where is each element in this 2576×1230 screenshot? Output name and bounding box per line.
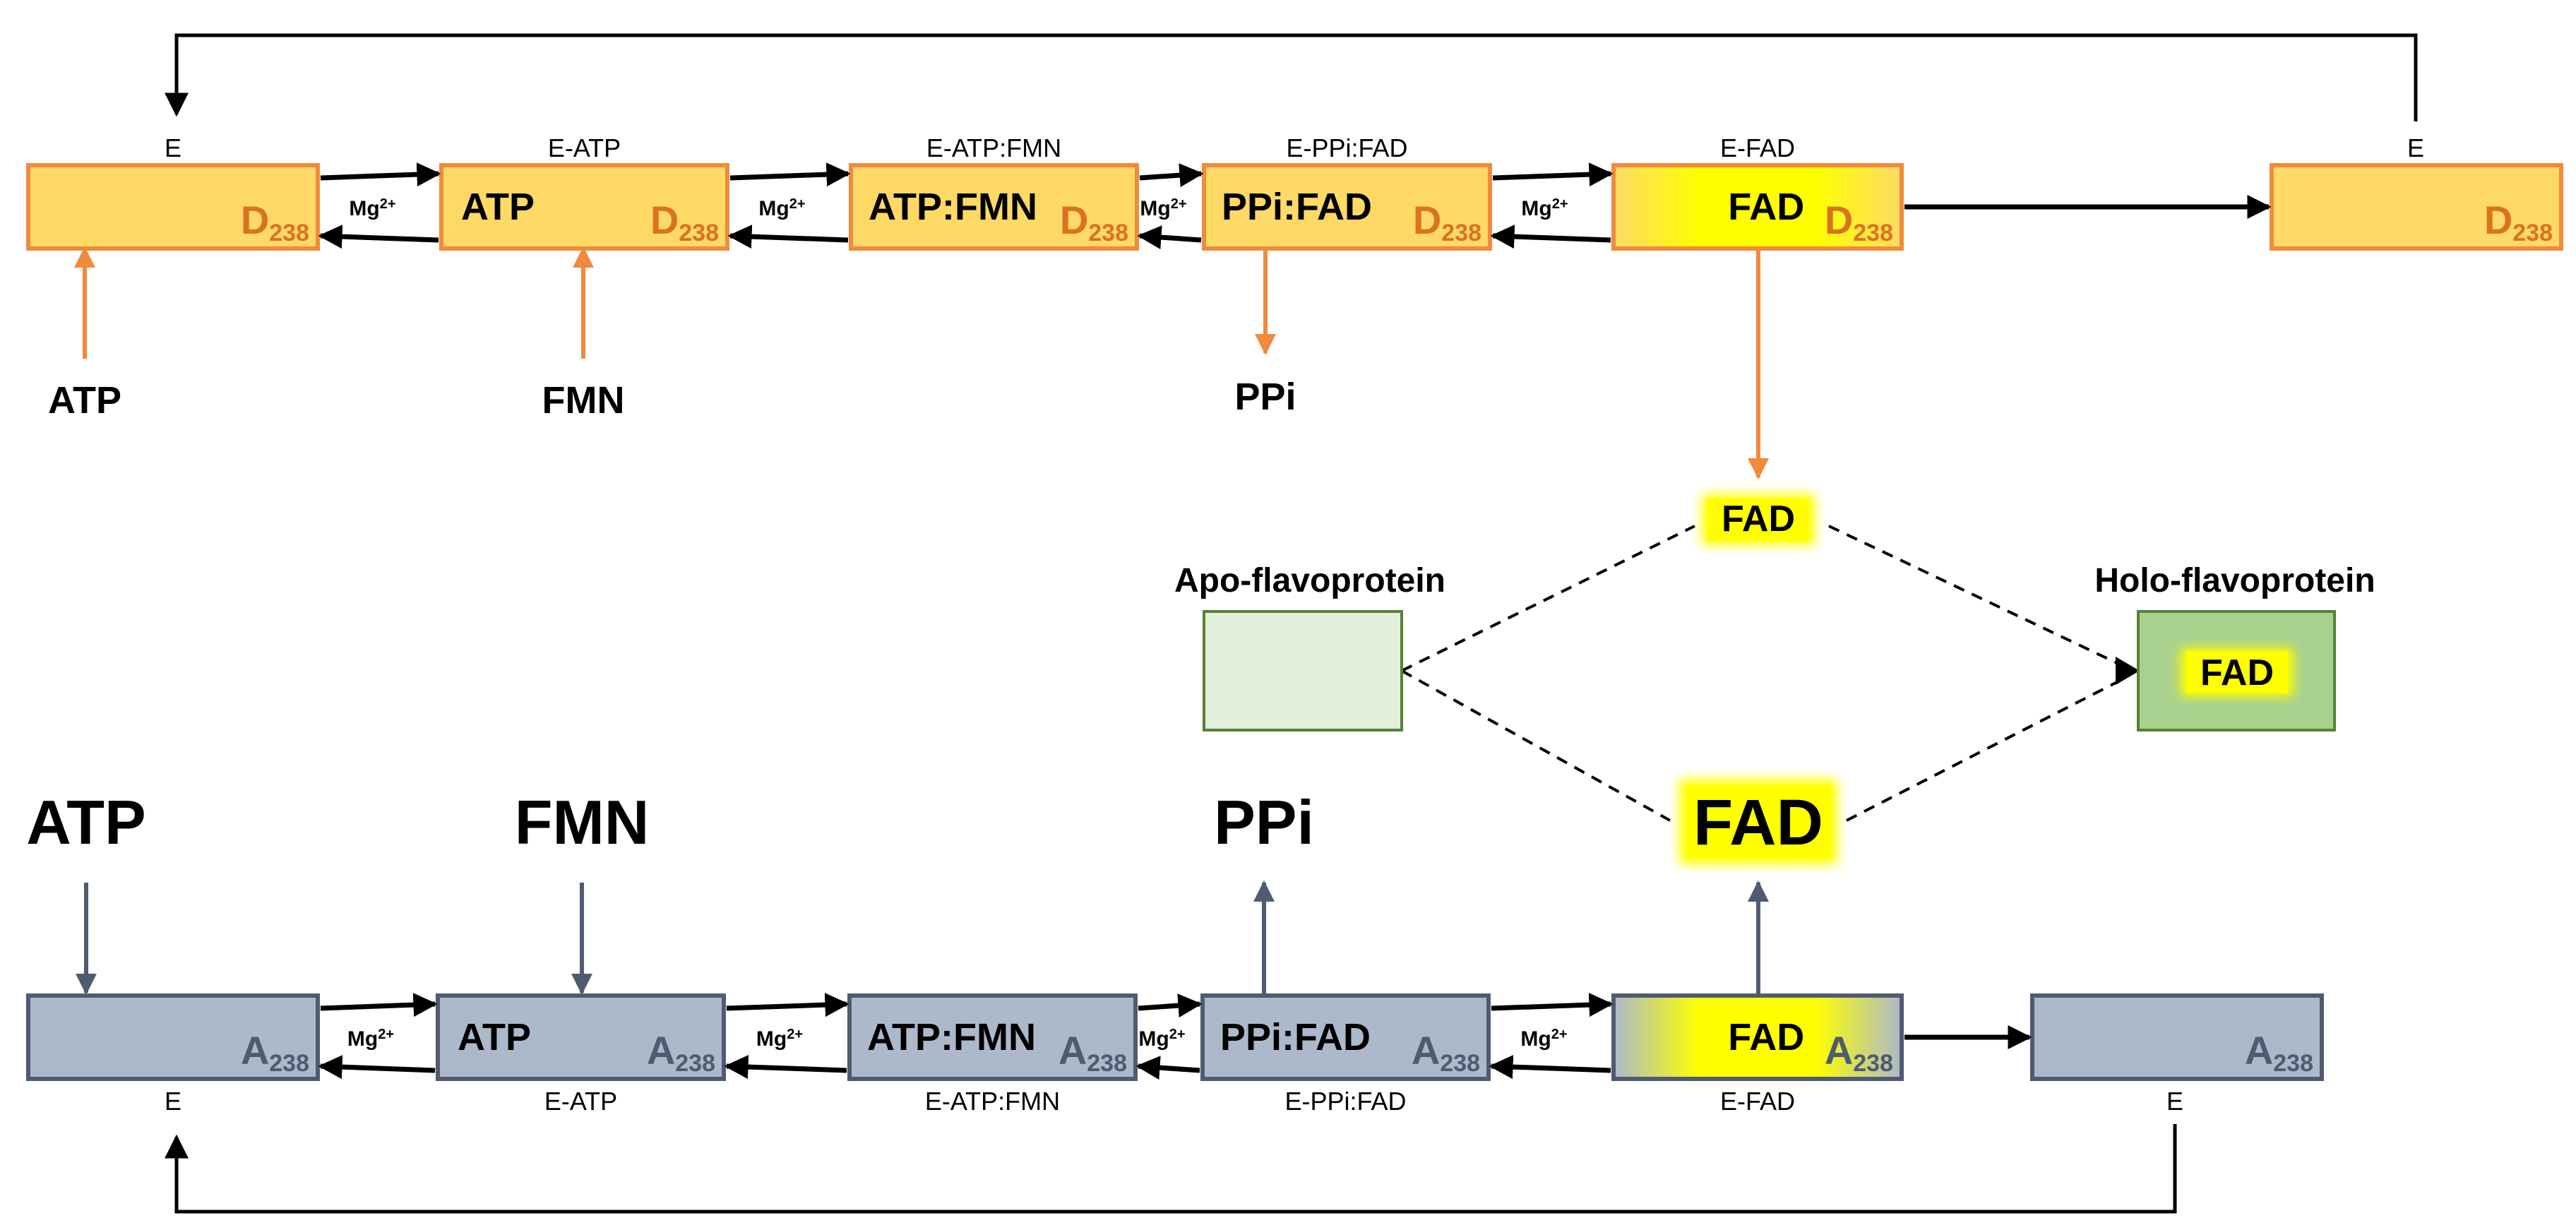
bottom-residue-3: A238 <box>1412 1028 1480 1077</box>
top-box-label-3: PPi:FAD <box>1222 186 1372 228</box>
top-state-label-5: E <box>2407 133 2424 162</box>
top-equilibrium-1: Mg2+ <box>727 162 851 249</box>
apo-flavoprotein-title: Apo-flavoprotein <box>1174 562 1445 599</box>
holo-entry-arrowhead <box>2116 657 2140 685</box>
top-state-box-4: FAD D238 <box>1611 163 1904 251</box>
top-residue-1: D238 <box>650 198 719 246</box>
bottom-box-label-2: ATP:FMN <box>867 1016 1036 1058</box>
apo-to-fad-bottom-path <box>1401 669 1671 822</box>
holo-flavoprotein-box <box>2137 610 2336 732</box>
top-equilibrium-0: Mg2+ <box>318 162 441 249</box>
top-residue-2: D238 <box>1060 198 1128 246</box>
top-equilibrium-2: Mg2+ <box>1137 163 1204 250</box>
bottom-box-label-4: FAD <box>1728 1016 1804 1058</box>
bottom-state-box-3: PPi:FAD A238 <box>1200 993 1491 1081</box>
bottom-state-box-5: A238 <box>2030 993 2324 1081</box>
fad-top-label: FAD <box>1722 498 1795 539</box>
bottom-state-label-2: E-ATP:FMN <box>925 1087 1060 1116</box>
bottom-substrate-0: ATP <box>26 787 145 857</box>
top-equilibrium-3: Mg2+ <box>1490 162 1614 249</box>
bottom-state-box-4: FAD A238 <box>1611 993 1904 1081</box>
top-substrate-1: FMN <box>542 379 625 422</box>
top-cofactor-label-2: Mg2+ <box>1140 196 1186 220</box>
fad-bottom-label: FAD <box>1693 787 1823 859</box>
bottom-state-label-0: E <box>165 1087 181 1116</box>
bottom-cofactor-label-1: Mg2+ <box>756 1027 803 1051</box>
bottom-state-label-5: E <box>2166 1087 2183 1116</box>
top-residue-5: D238 <box>2484 198 2553 246</box>
top-state-box-1: ATP D238 <box>439 163 729 251</box>
top-state-label-4: E-FAD <box>1720 133 1795 162</box>
top-cofactor-label-0: Mg2+ <box>349 196 395 220</box>
bottom-state-label-1: E-ATP <box>544 1087 617 1116</box>
top-pathway: D238 E ATP D238 E-ATP ATP:FMN D238 E-ATP:FMN PPi… <box>26 33 2563 479</box>
fad-bottom-to-holo-path <box>1846 680 2119 822</box>
apo-flavoprotein-box <box>1203 610 1403 732</box>
top-product: PPi <box>1234 376 1296 418</box>
top-box-label-4: FAD <box>1728 186 1804 228</box>
bottom-residue-0: A238 <box>241 1028 309 1077</box>
top-residue-4: D238 <box>1825 198 1893 246</box>
top-residue-0: D238 <box>241 198 309 246</box>
top-cofactor-label-1: Mg2+ <box>758 196 805 220</box>
bottom-cofactor-label-2: Mg2+ <box>1138 1027 1185 1051</box>
bottom-residue-2: A238 <box>1059 1028 1127 1077</box>
top-substrate-0: ATP <box>48 379 121 422</box>
fad-bottom-released: FAD <box>1679 780 1837 864</box>
bottom-residue-4: A238 <box>1825 1028 1893 1077</box>
fad-top-released: FAD <box>1702 494 1815 545</box>
bottom-equilibrium-0: Mg2+ <box>318 993 438 1080</box>
bottom-state-box-2: ATP:FMN A238 <box>847 993 1138 1081</box>
bottom-substrate-1: FMN <box>515 787 650 857</box>
bottom-residue-1: A238 <box>647 1028 715 1077</box>
binding-paths <box>1401 525 2119 822</box>
bottom-state-box-0: A238 <box>26 993 320 1081</box>
top-cofactor-label-3: Mg2+ <box>1521 196 1568 220</box>
top-state-label-3: E-PPi:FAD <box>1286 133 1407 162</box>
holo-fad-label: FAD <box>2200 652 2274 693</box>
bottom-recycle-arrow <box>165 1124 2177 1214</box>
bottom-cofactor-label-0: Mg2+ <box>347 1027 394 1051</box>
bottom-equilibrium-2: Mg2+ <box>1135 993 1203 1080</box>
apo-to-fad-top-path <box>1401 525 1695 672</box>
top-state-box-3: PPi:FAD D238 <box>1202 163 1492 251</box>
top-state-label-2: E-ATP:FMN <box>926 133 1061 162</box>
bottom-residue-5: A238 <box>2245 1028 2313 1077</box>
bottom-box-label-3: PPi:FAD <box>1220 1016 1371 1058</box>
bottom-state-label-4: E-FAD <box>1720 1087 1795 1116</box>
holo-bound-fad: FAD <box>2181 648 2294 696</box>
top-box-label-1: ATP <box>461 186 535 228</box>
bottom-box-label-1: ATP <box>458 1016 531 1058</box>
bottom-state-label-3: E-PPi:FAD <box>1284 1087 1406 1116</box>
top-state-box-2: ATP:FMN D238 <box>849 163 1139 251</box>
bottom-state-box-1: ATP A238 <box>436 993 726 1081</box>
bottom-equilibrium-3: Mg2+ <box>1489 993 1614 1080</box>
bottom-product: PPi <box>1214 787 1314 857</box>
holo-flavoprotein-title: Holo-flavoprotein <box>2094 562 2375 599</box>
top-box-label-2: ATP:FMN <box>869 186 1037 228</box>
top-state-box-5: D238 <box>2270 163 2563 251</box>
bottom-equilibrium-1: Mg2+ <box>724 993 849 1080</box>
fad-top-to-holo-path <box>1828 525 2119 665</box>
top-residue-3: D238 <box>1413 198 1481 246</box>
bottom-cofactor-label-3: Mg2+ <box>1520 1027 1567 1051</box>
top-recycle-arrow <box>165 33 2418 121</box>
top-state-label-1: E-ATP <box>548 133 621 162</box>
top-state-box-0: D238 <box>26 163 320 251</box>
top-state-label-0: E <box>165 133 181 162</box>
